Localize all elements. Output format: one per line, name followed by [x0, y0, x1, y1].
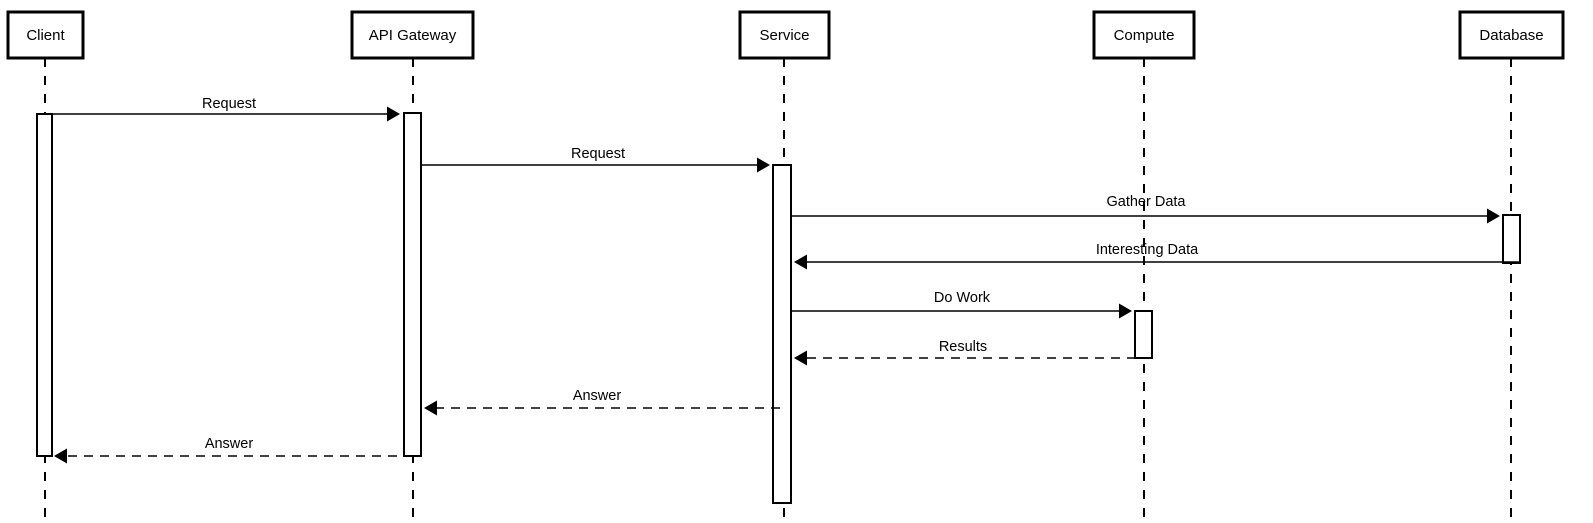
message-1-apigateway-to-service: Request: [421, 146, 770, 173]
message-label: Answer: [573, 388, 622, 404]
message-3-database-to-service: Interesting Data: [794, 242, 1520, 270]
message-0-client-to-apigateway: Request: [37, 96, 400, 122]
activation-bar-client: [36, 113, 53, 457]
activation-bar-database: [1502, 214, 1521, 264]
message-arrowhead: [794, 254, 807, 270]
message-arrowhead: [1487, 208, 1500, 224]
participants-layer: Client API Gateway Service Compute Database: [6, 10, 1565, 60]
participant-client[interactable]: Client: [6, 10, 85, 60]
message-label: Gather Data: [1107, 194, 1187, 210]
participant-compute[interactable]: Compute: [1092, 10, 1196, 60]
participant-label: Compute: [1114, 27, 1175, 44]
message-2-service-to-database: Gather Data: [791, 194, 1500, 224]
participant-label: Database: [1479, 27, 1543, 44]
participant-box[interactable]: [1458, 10, 1565, 60]
participant-label: Client: [26, 27, 65, 44]
message-arrowhead: [794, 350, 807, 366]
participant-service[interactable]: Service: [738, 10, 831, 60]
participant-box[interactable]: [1092, 10, 1196, 60]
participant-box[interactable]: [6, 10, 85, 60]
message-label: Request: [571, 146, 625, 162]
activation-bar-compute: [1134, 310, 1153, 359]
message-label: Request: [202, 96, 256, 112]
message-6-service-to-apigateway: Answer: [424, 388, 780, 416]
participant-label: Service: [759, 27, 809, 44]
activation-bar-apigateway: [403, 112, 422, 457]
message-arrowhead: [54, 448, 67, 464]
activations-layer: [36, 112, 1521, 504]
participant-box[interactable]: [350, 10, 475, 60]
message-arrowhead: [1119, 303, 1132, 319]
message-arrowhead: [757, 157, 770, 173]
message-5-compute-to-service: Results: [794, 339, 1152, 366]
message-label: Do Work: [934, 290, 991, 306]
message-label: Answer: [205, 436, 254, 452]
message-4-service-to-compute: Do Work: [791, 290, 1132, 319]
message-label: Interesting Data: [1096, 242, 1199, 258]
participant-apigateway[interactable]: API Gateway: [350, 10, 475, 60]
participant-label: API Gateway: [369, 27, 457, 44]
participant-box[interactable]: [738, 10, 831, 60]
message-7-apigateway-to-client: Answer: [54, 436, 413, 464]
message-label: Results: [939, 339, 987, 355]
activation-bar-service: [772, 164, 792, 504]
participant-database[interactable]: Database: [1458, 10, 1565, 60]
message-arrowhead: [387, 106, 400, 122]
message-arrowhead: [424, 400, 437, 416]
